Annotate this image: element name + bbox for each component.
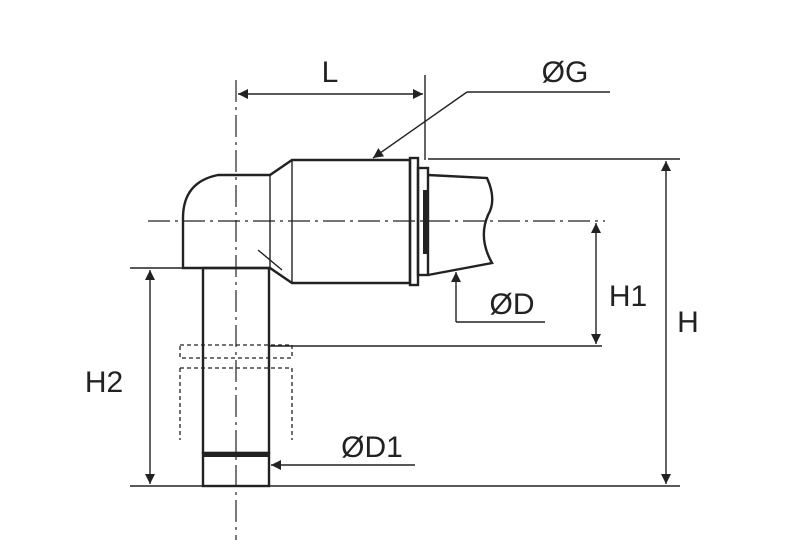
label-L: L: [322, 56, 339, 89]
label-H2: H2: [85, 366, 123, 399]
leader-G-arrow: [372, 91, 468, 159]
label-D1: ØD1: [341, 431, 403, 464]
tube: [427, 173, 494, 277]
label-G: ØG: [542, 56, 589, 89]
label-D: ØD: [490, 288, 535, 321]
label-H1: H1: [609, 280, 647, 313]
body-inner-mark: [257, 249, 283, 271]
collet-ring-core: [423, 190, 428, 254]
label-H: H: [677, 306, 699, 339]
dashed-alt-stem: [179, 367, 293, 440]
dashed-collar: [179, 344, 293, 359]
